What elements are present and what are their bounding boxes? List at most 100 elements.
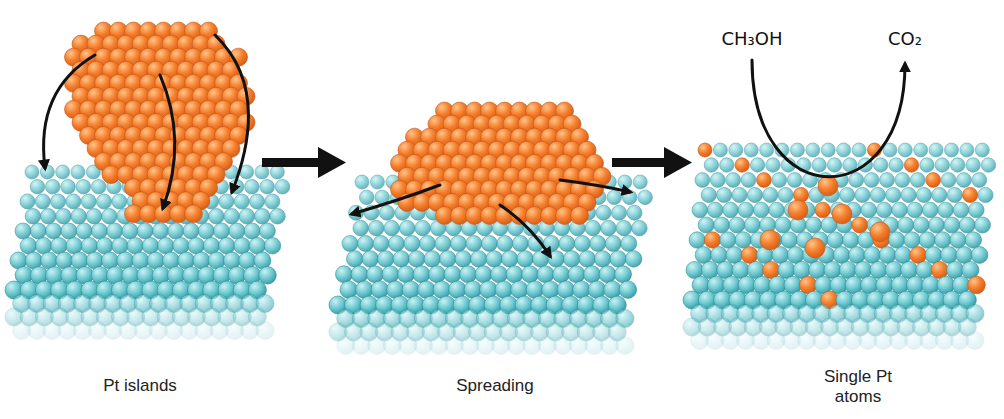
support-atom bbox=[960, 143, 974, 157]
support-atom bbox=[760, 143, 774, 157]
support-atom bbox=[415, 220, 431, 236]
support-atom bbox=[787, 247, 804, 264]
support-atom bbox=[619, 281, 637, 299]
support-atom bbox=[45, 180, 60, 195]
flow-arrow bbox=[560, 180, 630, 192]
support-atom bbox=[726, 247, 743, 264]
support-atom bbox=[203, 238, 220, 255]
support-atom bbox=[157, 238, 174, 255]
support-atom bbox=[351, 266, 368, 283]
support-atom bbox=[928, 217, 944, 233]
pt-atom bbox=[818, 176, 838, 196]
support-atom bbox=[827, 232, 843, 248]
support-atom bbox=[720, 158, 734, 172]
support-atom bbox=[517, 251, 534, 268]
support-atom bbox=[618, 175, 632, 189]
support-atom bbox=[419, 236, 435, 252]
panel-caption-box: Spreading bbox=[425, 376, 565, 396]
support-atom bbox=[137, 223, 153, 239]
support-atom bbox=[864, 247, 881, 264]
support-atom bbox=[249, 238, 266, 255]
support-atom bbox=[585, 220, 601, 236]
support-atom bbox=[61, 180, 76, 195]
support-atom bbox=[511, 281, 529, 299]
pt-atom bbox=[926, 173, 941, 188]
support-atom bbox=[234, 238, 251, 255]
support-atom bbox=[255, 165, 269, 179]
support-atom bbox=[449, 281, 467, 299]
support-atom bbox=[256, 322, 274, 340]
pt-atom bbox=[904, 158, 918, 172]
support-atom bbox=[455, 251, 472, 268]
support-atom bbox=[356, 281, 374, 299]
support-atom bbox=[46, 223, 62, 239]
support-atom bbox=[840, 187, 855, 202]
panel-caption-box: Single Pt atoms bbox=[813, 367, 903, 408]
support-atom bbox=[244, 223, 260, 239]
support-atom bbox=[398, 266, 415, 283]
support-atom bbox=[506, 266, 523, 283]
pt-atom bbox=[760, 230, 780, 250]
molecule-label: CH₃OH bbox=[721, 28, 782, 50]
support-atom bbox=[738, 202, 754, 218]
support-atom bbox=[86, 209, 102, 225]
pt-atom bbox=[741, 247, 758, 264]
support-atom bbox=[353, 220, 369, 236]
support-atom bbox=[710, 247, 727, 264]
support-atom bbox=[218, 238, 235, 255]
support-atom bbox=[959, 217, 975, 233]
support-atom bbox=[370, 175, 384, 189]
support-atom bbox=[245, 180, 260, 195]
support-atom bbox=[399, 220, 415, 236]
pt-atom bbox=[968, 276, 986, 294]
support-atom bbox=[30, 180, 45, 195]
panel-caption: Spreading bbox=[425, 376, 565, 396]
support-atom bbox=[433, 281, 451, 299]
support-atom bbox=[870, 187, 885, 202]
support-atom bbox=[584, 266, 601, 283]
support-atom bbox=[497, 236, 513, 252]
support-atom bbox=[833, 247, 850, 264]
support-atom bbox=[956, 247, 973, 264]
pt-atom bbox=[735, 158, 749, 172]
support-atom bbox=[198, 223, 214, 239]
support-atom bbox=[259, 267, 277, 285]
panel-caption: Pt islands bbox=[70, 376, 210, 396]
support-atom bbox=[842, 232, 858, 248]
support-atom bbox=[259, 223, 275, 239]
support-atom bbox=[710, 173, 725, 188]
support-atom bbox=[732, 187, 747, 202]
support-atom bbox=[264, 238, 281, 255]
support-atom bbox=[557, 281, 575, 299]
support-atom bbox=[35, 194, 50, 209]
support-atom bbox=[209, 209, 225, 225]
support-atom bbox=[260, 180, 275, 195]
support-atom bbox=[787, 173, 802, 188]
support-atom bbox=[91, 180, 106, 195]
support-atom bbox=[71, 209, 87, 225]
support-atom bbox=[975, 143, 989, 157]
support-atom bbox=[20, 194, 35, 209]
support-atom bbox=[837, 143, 851, 157]
support-atom bbox=[464, 281, 482, 299]
support-atom bbox=[229, 223, 245, 239]
support-atom bbox=[71, 165, 85, 179]
support-atom bbox=[861, 202, 877, 218]
support-atom bbox=[219, 194, 234, 209]
support-atom bbox=[590, 236, 606, 252]
support-atom bbox=[522, 266, 539, 283]
support-atom bbox=[605, 236, 621, 252]
support-atom bbox=[501, 251, 518, 268]
support-atom bbox=[925, 247, 942, 264]
support-atom bbox=[806, 217, 822, 233]
support-atom bbox=[744, 217, 760, 233]
support-atom bbox=[750, 158, 764, 172]
support-atom bbox=[898, 217, 914, 233]
pt-cluster bbox=[65, 22, 256, 223]
support-atom bbox=[904, 232, 920, 248]
support-atom bbox=[729, 143, 743, 157]
support-atom bbox=[723, 202, 739, 218]
support-atom bbox=[450, 236, 466, 252]
support-atom bbox=[97, 194, 112, 209]
